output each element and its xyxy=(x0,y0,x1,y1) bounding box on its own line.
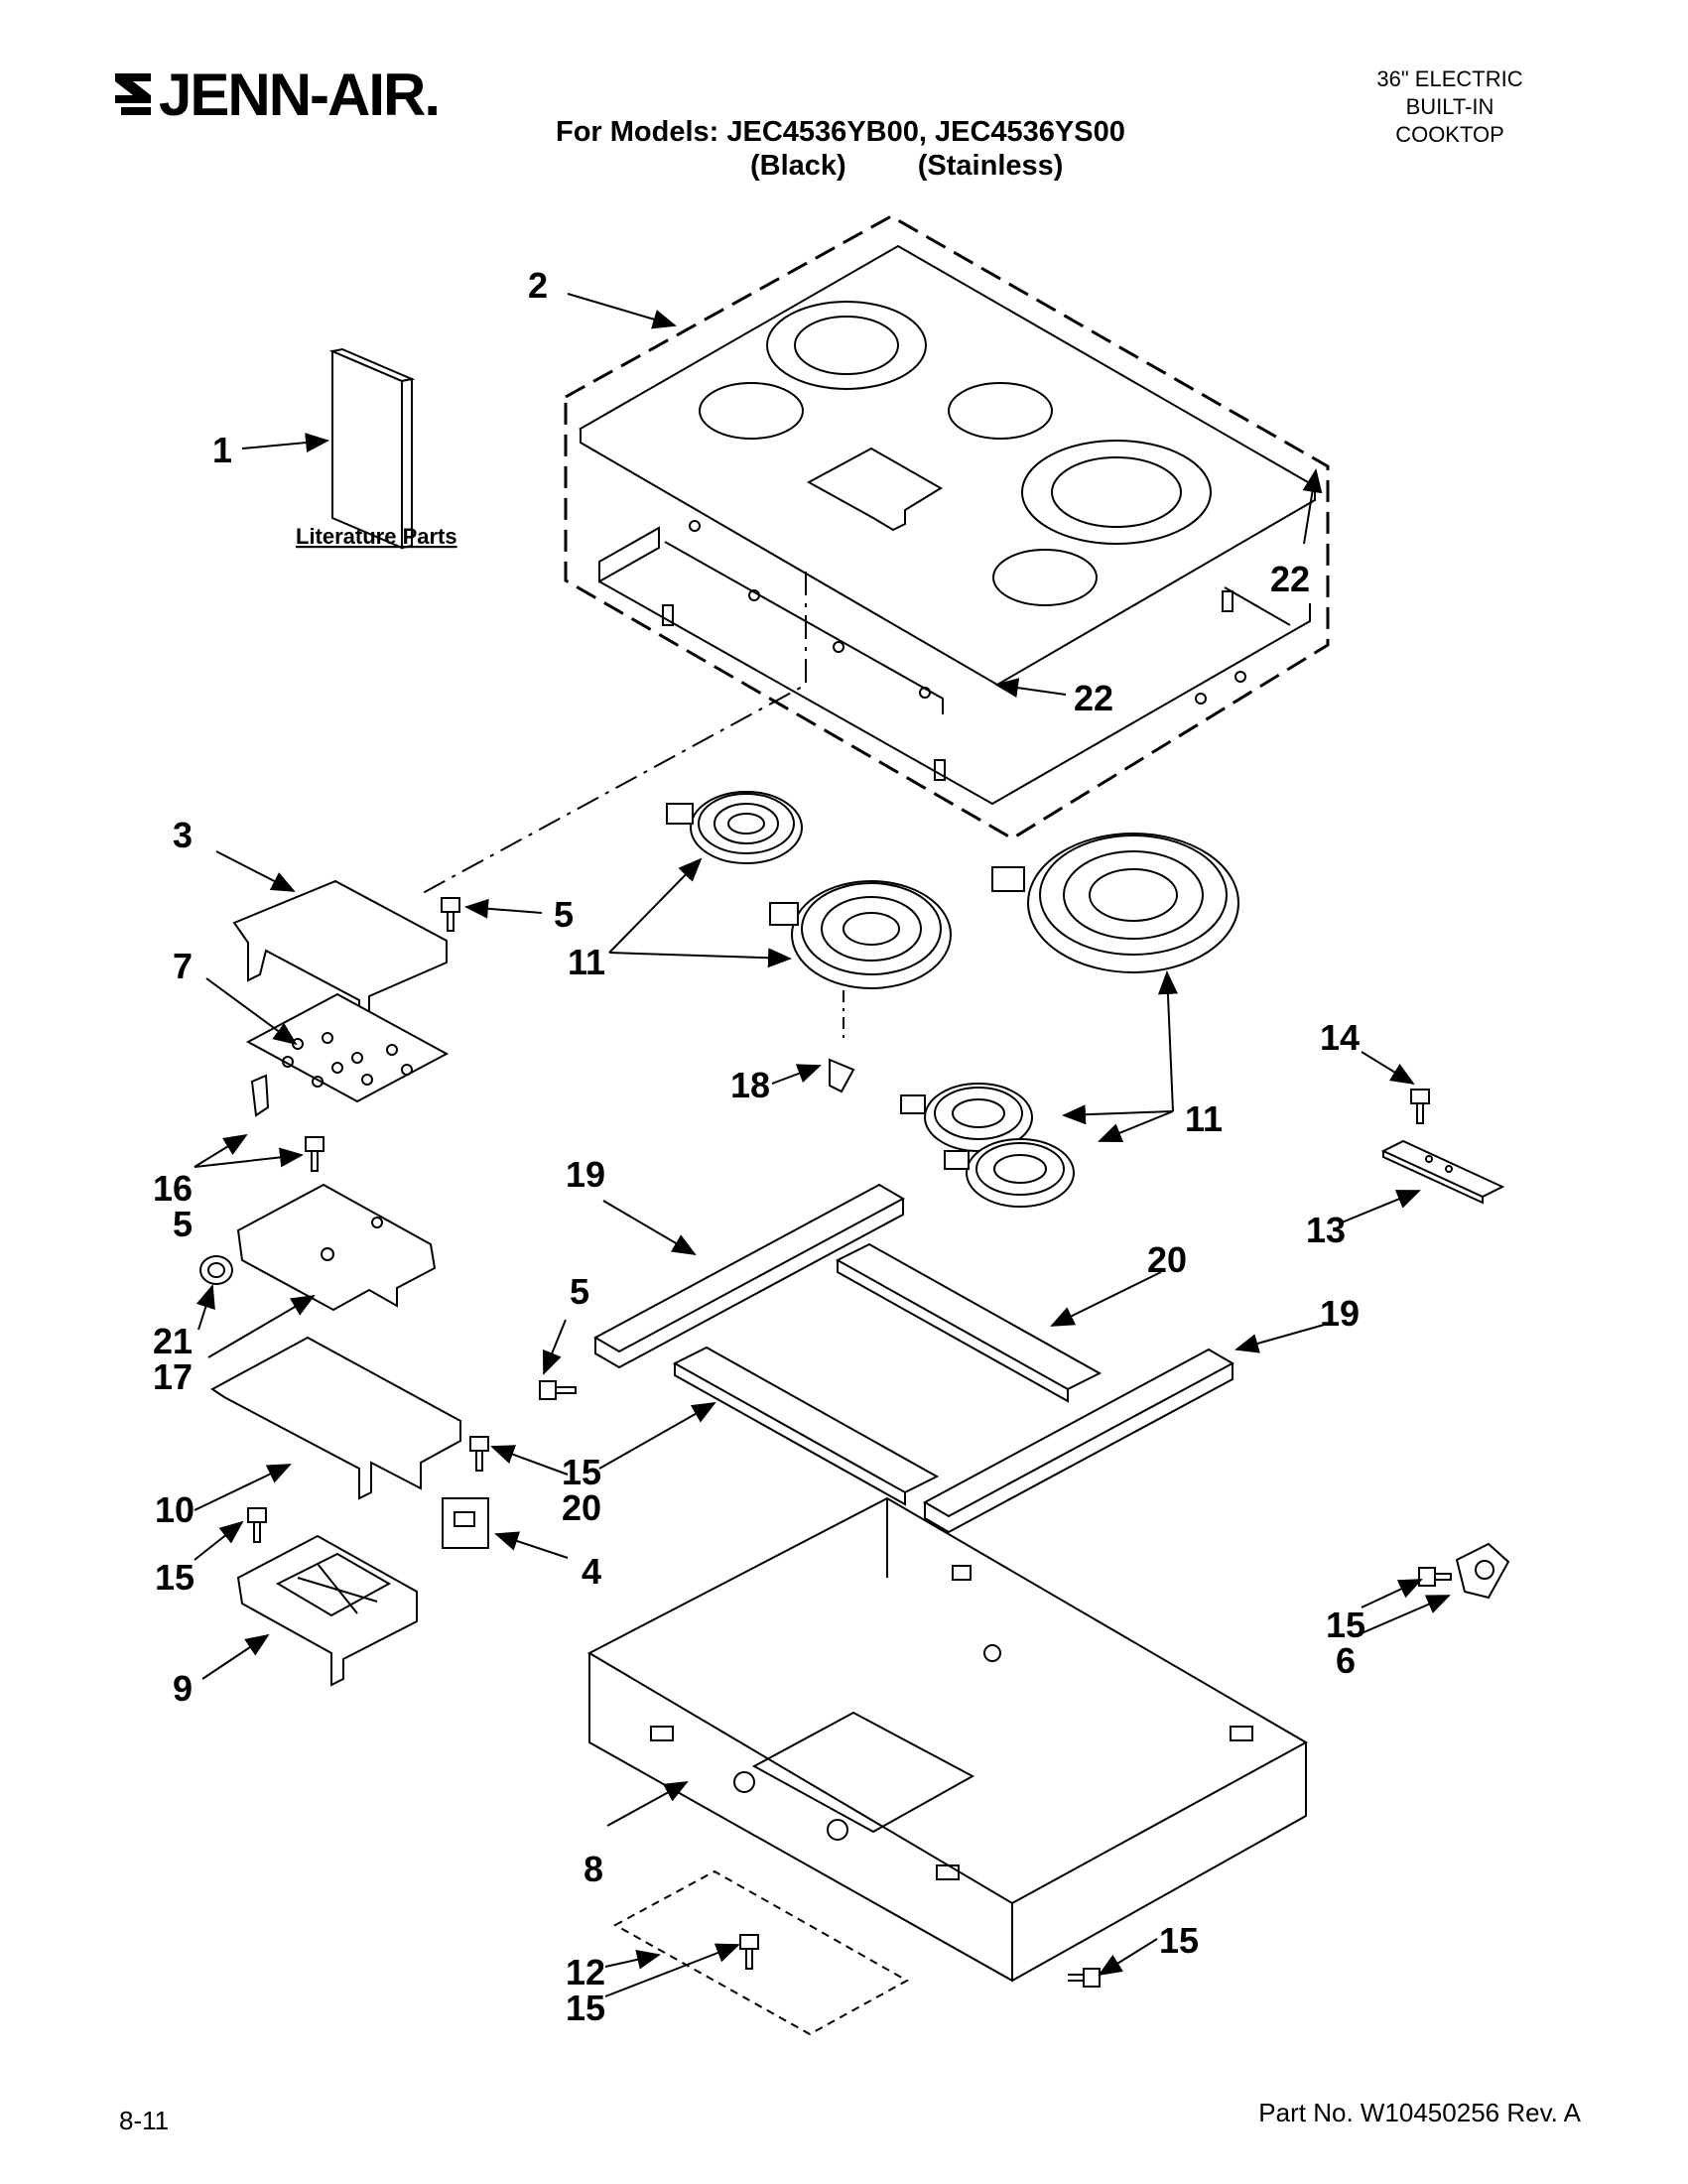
screw xyxy=(469,1436,489,1472)
callout-label: 17 xyxy=(153,1356,193,1397)
screw xyxy=(739,1934,759,1970)
leader-lines xyxy=(194,293,1451,1997)
screw xyxy=(1068,1968,1101,1988)
callout-label: 12 xyxy=(566,1952,605,1992)
callout-label: 16 xyxy=(153,1168,193,1209)
callout-label: 11 xyxy=(568,942,605,982)
element-medium xyxy=(769,880,952,989)
callout-label: 5 xyxy=(554,894,574,935)
switch xyxy=(1455,1542,1510,1600)
callout-label: 9 xyxy=(173,1668,193,1709)
cooktop-box xyxy=(586,1496,1309,1983)
element-small-top xyxy=(666,791,803,864)
callout-label: 7 xyxy=(173,946,193,986)
literature-booklet xyxy=(328,347,416,550)
product-title: 36" ELECTRIC BUILT-IN COOKTOP xyxy=(1341,65,1559,149)
cover-plate xyxy=(210,1336,461,1500)
support-channel-lower xyxy=(672,1346,940,1506)
base-tray xyxy=(236,1534,418,1687)
callout-label: 20 xyxy=(562,1487,601,1528)
callout-label: 2 xyxy=(528,265,548,306)
mounting-bracket xyxy=(1380,1139,1505,1205)
screw xyxy=(305,1136,325,1172)
callout-label: 11 xyxy=(1185,1098,1223,1139)
cooktop-assembly-outline xyxy=(564,214,1330,840)
element-small-mid xyxy=(900,1083,1033,1152)
element-large xyxy=(991,833,1239,973)
product-line-1: 36" ELECTRIC xyxy=(1376,66,1523,91)
model-heading: For Models: JEC4536YB00, JEC4536YS00 (Bl… xyxy=(556,115,1191,183)
callout-label: 5 xyxy=(570,1271,589,1312)
part-number: Part No. W10450256 Rev. A xyxy=(1258,2098,1581,2127)
callout-label: 1 xyxy=(212,430,232,470)
callout-label: 15 xyxy=(155,1557,195,1598)
models-line: For Models: JEC4536YB00, JEC4536YS00 xyxy=(556,116,1125,148)
callout-label: 22 xyxy=(1270,559,1310,599)
callout-label: 4 xyxy=(582,1551,601,1592)
element-clip xyxy=(829,1058,855,1093)
jenn-air-logo: JENN-AIR. xyxy=(111,52,468,131)
cooktop-frame xyxy=(598,520,1311,806)
callout-label: 18 xyxy=(730,1065,770,1105)
callout-numbers: 2 1 22 22 3 5 11 7 14 18 11 16 5 19 13 2… xyxy=(153,265,1365,2028)
callout-label: 21 xyxy=(153,1321,193,1361)
revision-date: 8-11 xyxy=(119,2106,170,2135)
support-rail-left xyxy=(592,1183,906,1369)
support-channel-upper xyxy=(835,1242,1103,1403)
product-line-2: BUILT-IN xyxy=(1405,94,1494,119)
callout-label: 15 xyxy=(562,1452,601,1492)
callout-label: 15 xyxy=(1159,1920,1199,1961)
glass-cooktop xyxy=(579,244,1317,687)
control-board xyxy=(245,992,450,1103)
callout-label: 20 xyxy=(1147,1239,1187,1280)
callout-label: 3 xyxy=(173,815,193,855)
screw xyxy=(441,897,460,932)
screw xyxy=(539,1380,577,1400)
brand-wordmark: JENN-AIR. xyxy=(159,62,439,128)
callout-label: 8 xyxy=(584,1849,603,1889)
control-housing xyxy=(236,1183,437,1312)
literature-parts-label: Literature Parts xyxy=(296,524,457,549)
screw xyxy=(1410,1089,1430,1124)
clip xyxy=(250,1074,270,1117)
callout-label: 10 xyxy=(155,1489,195,1530)
product-line-3: COOKTOP xyxy=(1395,122,1504,147)
callout-label: 19 xyxy=(566,1154,605,1195)
callout-label: 5 xyxy=(173,1204,193,1244)
models-black-label: (Black) xyxy=(750,150,846,182)
support-rail-right xyxy=(922,1348,1235,1534)
callout-label: 19 xyxy=(1320,1293,1360,1334)
callout-label: 6 xyxy=(1336,1640,1356,1681)
bottom-plate xyxy=(612,1869,910,2036)
callout-label: 22 xyxy=(1074,678,1113,718)
connector xyxy=(199,1255,233,1285)
callout-label: 15 xyxy=(566,1988,605,2028)
callout-label: 14 xyxy=(1320,1017,1360,1058)
relay xyxy=(442,1497,489,1549)
models-stainless-label: (Stainless) xyxy=(917,150,1064,182)
screw xyxy=(1418,1567,1452,1587)
screw xyxy=(247,1507,267,1543)
element-small-bottom xyxy=(944,1138,1075,1208)
callout-label: 15 xyxy=(1326,1605,1365,1645)
callout-label: 13 xyxy=(1306,1210,1346,1250)
